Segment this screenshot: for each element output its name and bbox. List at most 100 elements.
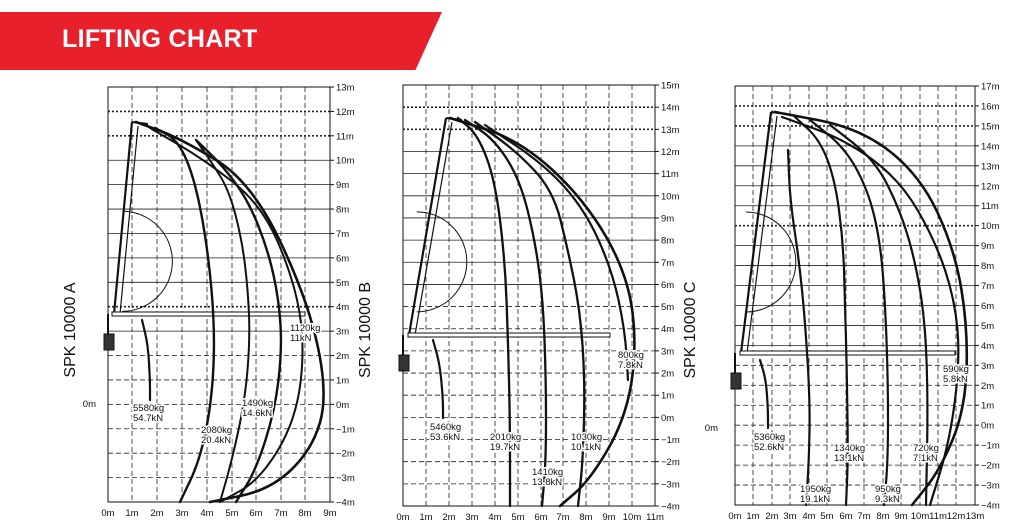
load-kg-label: 1120kg — [290, 323, 320, 334]
load-kg-label: 5460kg — [430, 422, 461, 433]
crane-base — [398, 354, 410, 372]
load-curve — [808, 118, 890, 507]
load-kn-label: 9.3kN — [875, 494, 900, 505]
boom-arm-inner — [746, 115, 778, 354]
load-kn-label: 19.1kN — [800, 494, 830, 505]
load-kg-label: 5360kg — [754, 432, 785, 443]
load-curve — [463, 118, 548, 508]
y-tick-label: 6m — [336, 253, 349, 264]
y-tick-label: −3m — [336, 473, 355, 484]
x-tick-label: 13m — [966, 511, 985, 522]
load-kg-label: 5580kg — [133, 403, 164, 414]
y-tick-label: −4m — [981, 501, 1000, 512]
load-curve — [194, 138, 283, 504]
y-tick-label: 14m — [661, 103, 680, 114]
chart-frame — [734, 85, 976, 506]
x-tick-label: 12m — [947, 511, 966, 522]
y-tick-label: 4m — [981, 341, 994, 352]
x-tick-label: 1m — [125, 508, 138, 519]
load-kg-label: 2080kg — [201, 425, 232, 436]
horizontal-boom — [111, 311, 306, 317]
load-kn-label: 13.8kN — [532, 477, 562, 488]
load-kg-label: 1950kg — [800, 484, 831, 495]
load-curve — [793, 115, 849, 507]
load-kn-label: 52.6kN — [754, 442, 784, 453]
load-kg-label: 5580kg — [133, 403, 164, 414]
slew-arc — [122, 210, 173, 312]
origin-label: 0m — [705, 423, 718, 434]
load-kg-label: 590kg — [943, 364, 969, 375]
load-kg-label: 1030kg — [571, 432, 602, 443]
y-tick-label: −3m — [661, 479, 680, 490]
y-tick-label: 0m — [981, 421, 994, 432]
load-kg-label: 800kg — [618, 350, 644, 361]
load-curve — [456, 116, 512, 508]
y-tick-label: 13m — [661, 125, 680, 136]
load-curve — [758, 358, 770, 430]
y-tick-label: 13m — [981, 161, 1000, 172]
load-kg-label: 5460kg — [430, 422, 461, 433]
crane-boom — [730, 111, 788, 390]
load-kn-label: 52.6kN — [754, 442, 784, 453]
load-kn-label: 19.7kN — [490, 442, 520, 453]
load-kg-label: 950kg — [875, 484, 901, 495]
slew-arc — [745, 211, 797, 313]
chart-a: 13m12m11m10m9m8m7m6m5m4m3m2m1m0m−1m−2m−3… — [62, 83, 355, 520]
y-tick-label: −1m — [981, 441, 1000, 452]
load-kn-label: 10.1kN — [571, 442, 601, 453]
x-tick-label: 7m — [857, 511, 870, 522]
y-tick-label: 9m — [661, 213, 674, 224]
load-kg-label: 800kg — [618, 350, 644, 361]
x-tick-label: 10m — [911, 511, 930, 522]
y-tick-label: −2m — [661, 457, 680, 468]
y-tick-label: 12m — [981, 181, 1000, 192]
load-curve — [149, 127, 304, 503]
y-tick-label: 14m — [981, 141, 1000, 152]
y-tick-label: −4m — [661, 502, 680, 513]
model-name: SPK 10000 B — [357, 282, 374, 378]
y-tick-label: 16m — [981, 101, 1000, 112]
y-tick-label: 8m — [981, 261, 994, 272]
x-tick-label: 3m — [465, 512, 478, 523]
load-curve — [773, 110, 969, 507]
load-kn-label: 14.6kN — [242, 408, 272, 419]
y-tick-label: 11m — [336, 131, 354, 142]
load-curve — [483, 123, 630, 382]
x-tick-label: 1m — [419, 512, 432, 523]
load-kg-label: 1490kg — [242, 398, 273, 409]
load-kn-label: 20.4kN — [201, 435, 231, 446]
y-tick-label: 2m — [336, 351, 349, 362]
y-tick-label: 7m — [336, 229, 349, 240]
x-tick-label: 4m — [200, 508, 213, 519]
x-tick-label: 9m — [323, 508, 336, 519]
load-kn-label: 13.1kN — [834, 453, 864, 464]
y-tick-label: 1m — [336, 375, 349, 386]
x-tick-label: 7m — [274, 508, 287, 519]
y-tick-label: 13m — [336, 83, 355, 94]
x-tick-label: 8m — [579, 512, 592, 523]
load-kn-label: 14.6kN — [242, 408, 272, 419]
y-tick-label: 6m — [981, 301, 994, 312]
load-kn-label: 19.7kN — [490, 442, 520, 453]
x-tick-label: 2m — [442, 512, 455, 523]
load-kn-label: 5.8kN — [943, 374, 968, 385]
boom-arm — [112, 121, 134, 315]
y-tick-label: 3m — [336, 327, 349, 338]
load-kn-label: 53.6kN — [430, 432, 460, 443]
load-kn-label: 7.1kN — [913, 453, 938, 464]
load-kn-label: 9.3kN — [875, 494, 900, 505]
load-kn-label: 7.8kN — [618, 360, 643, 371]
chart-c: 17m16m15m14m13m12m11m10m9m8m7m6m5m4m3m2m… — [682, 82, 1000, 523]
lifting-chart-banner: LIFTING CHART — [0, 12, 442, 70]
x-tick-label: 2m — [150, 508, 163, 519]
x-tick-label: 6m — [249, 508, 262, 519]
load-kg-label: 1030kg — [571, 432, 602, 443]
y-tick-label: −1m — [661, 435, 680, 446]
x-tick-label: 6m — [534, 512, 547, 523]
chart-frame — [402, 84, 656, 507]
x-tick-label: 8m — [298, 508, 311, 519]
y-tick-label: 12m — [336, 107, 355, 118]
load-kn-label: 54.7kN — [133, 413, 163, 424]
x-tick-label: 3m — [175, 508, 188, 519]
y-tick-label: 11m — [981, 201, 999, 212]
